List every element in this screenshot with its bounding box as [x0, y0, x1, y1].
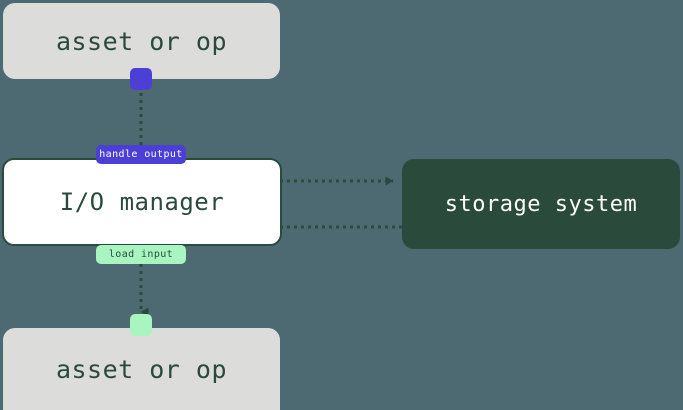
edge-label-handle-output-text: handle output	[99, 149, 183, 160]
edge-label-handle-output[interactable]: handle output	[96, 145, 186, 164]
node-asset-or-op-top[interactable]: asset or op	[3, 3, 280, 79]
connector-port-handle-output[interactable]	[130, 68, 152, 90]
connector-port-load-input[interactable]	[130, 314, 152, 336]
edge-label-load-input-text: load input	[108, 249, 174, 260]
node-asset-or-op-bottom-label: asset or op	[55, 354, 228, 384]
node-io-manager-label: I/O manager	[59, 188, 225, 216]
node-asset-or-op-bottom[interactable]: asset or op	[3, 328, 280, 410]
edge-label-load-input[interactable]: load input	[96, 245, 186, 264]
node-storage-system[interactable]: storage system	[402, 159, 680, 249]
node-io-manager[interactable]: I/O manager	[2, 158, 282, 246]
node-asset-or-op-top-label: asset or op	[55, 26, 228, 56]
node-storage-system-label: storage system	[444, 191, 638, 217]
